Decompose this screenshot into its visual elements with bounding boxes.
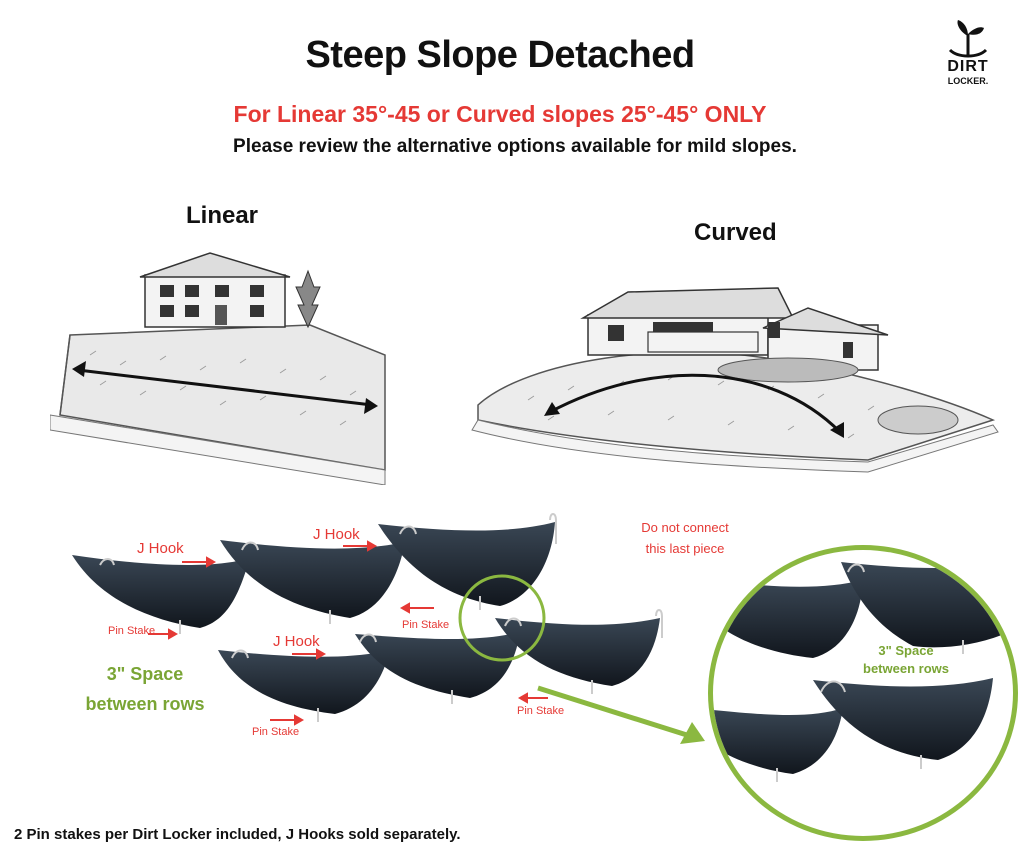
logo-line1: DIRT: [947, 58, 989, 75]
curved-slope-illustration: [471, 287, 999, 473]
sprout-icon: [948, 20, 988, 58]
dirt-locker-logo: DIRT LOCKER.: [940, 18, 996, 90]
pin-stake-label-right: Pin Stake: [517, 705, 565, 717]
jhook-label-top-right: J Hook: [313, 526, 360, 543]
mild-slope-note: Please review the alternative options av…: [233, 136, 797, 157]
row-spacing-label: 3" Space between rows: [85, 664, 205, 714]
pin-stake-label-left: Pin Stake: [108, 625, 156, 637]
page-title: Steep Slope Detached: [305, 34, 695, 76]
bottom-row-panels: [218, 609, 663, 722]
top-row-panels: [72, 513, 557, 634]
pin-stake-label-bottom: Pin Stake: [252, 726, 300, 738]
curved-label: Curved: [694, 219, 777, 246]
zoom-detail-circle: 3" Space between rows: [708, 545, 1018, 841]
dirt-locker-panels-diagram: [72, 513, 705, 744]
slope-range-subtitle: For Linear 35°-45 or Curved slopes 25°-4…: [233, 101, 767, 127]
zoomed-panels: [713, 562, 1013, 782]
jhook-label-top-left: J Hook: [137, 540, 184, 557]
zoom-row-spacing-label: 3" Space between rows: [863, 643, 949, 676]
footer-note: 2 Pin stakes per Dirt Locker included, J…: [14, 826, 461, 843]
pin-stake-label-mid: Pin Stake: [402, 619, 450, 631]
jhook-label-bottom: J Hook: [273, 633, 320, 650]
logo-line2: LOCKER.: [947, 76, 989, 86]
do-not-connect-note: Do not connect this last piece: [641, 520, 729, 556]
linear-label: Linear: [186, 202, 259, 229]
linear-slope-illustration: [50, 252, 386, 485]
